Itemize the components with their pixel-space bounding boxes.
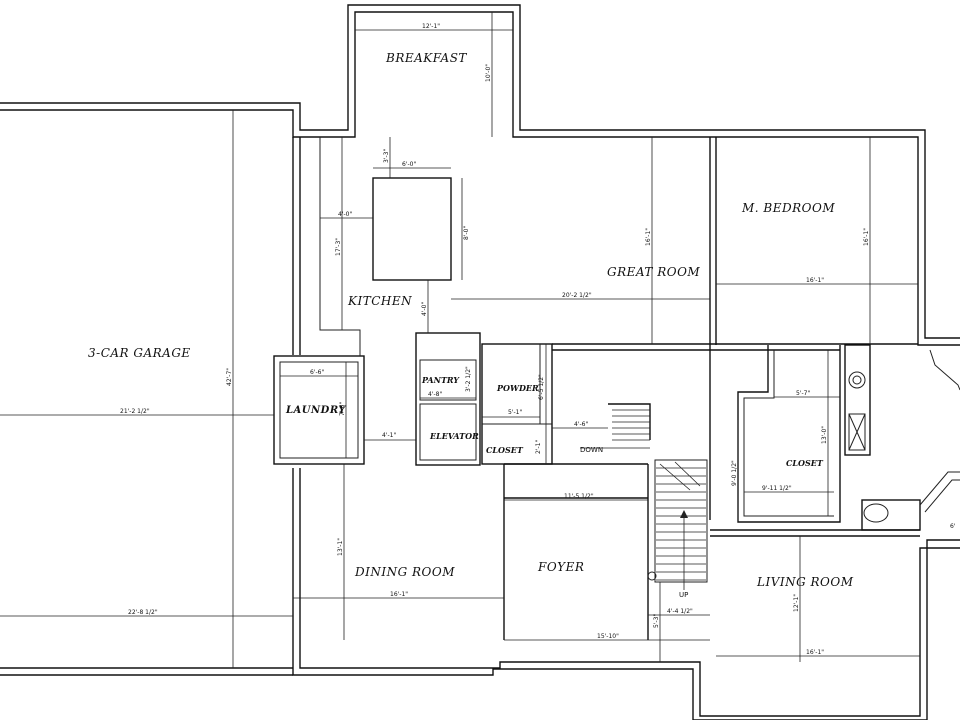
closet-small-label: CLOSET: [486, 445, 524, 455]
dim-great-room-depth: 16'-1": [645, 228, 652, 246]
dim-bed-closet-width: 5'-7": [796, 390, 810, 397]
living-room-label: LIVING ROOM: [756, 575, 854, 589]
powder-label: POWDER: [496, 383, 539, 393]
dim-bedroom-width: 16'-1": [806, 277, 824, 284]
dining-room-label: DINING ROOM: [354, 565, 455, 579]
great-room-label: GREAT ROOM: [607, 265, 700, 279]
dim-stair-landing: 4'-4 1/2": [667, 608, 693, 615]
stairs: [612, 409, 706, 590]
stair-arrow-icon: [680, 510, 688, 518]
dim-stair-small: 5'-3": [653, 614, 660, 628]
dim-bed-closet-depth: 13'-0": [821, 426, 828, 444]
breakfast-label: BREAKFAST: [385, 51, 467, 65]
dim-island-offset-left: 4'-0": [338, 211, 352, 218]
dim-foyer-total: 15'-10": [597, 633, 619, 640]
dim-hall-closet-width: 9'-11 1/2": [762, 485, 792, 492]
dim-garage-total-width: 22'-8 1/2": [128, 609, 158, 616]
pantry-label: PANTRY: [421, 375, 460, 385]
dim-foyer-width: 11'-5 1/2": [564, 493, 594, 500]
dim-laundry-depth: 7'-8": [339, 402, 346, 416]
dim-kitchen-depth: 17'-3": [335, 238, 342, 256]
dim-dining-width: 16'-1": [390, 591, 408, 598]
dim-bedroom-depth: 16'-1": [863, 228, 870, 246]
dim-island-offset-top: 3'-3": [383, 149, 390, 163]
dim-hall-closet-depth: 9'-0 1/2": [731, 460, 738, 486]
dim-living-depth: 12'-1": [793, 594, 800, 612]
master-bedroom-label: M. BEDROOM: [741, 201, 835, 215]
dim-island-offset-bottom: 4'-0": [421, 302, 428, 316]
dim-laundry-width: 6'-6": [310, 369, 324, 376]
stair-down-label: DOWN: [580, 446, 603, 454]
dim-great-room-width: 20'-2 1/2": [562, 292, 592, 299]
dimension-lines: [0, 12, 920, 668]
stair-tread: [674, 461, 701, 487]
dim-closet-depth: 2'-1": [535, 440, 542, 454]
stair-up-label: UP: [679, 591, 688, 599]
dim-pantry: 4'-8": [428, 391, 442, 398]
dim-dining-depth: 13'-1": [337, 538, 344, 556]
dim-garage-depth: 42'-7": [226, 368, 233, 386]
dim-living-width: 16'-1": [806, 649, 824, 656]
newel-post: [647, 571, 657, 581]
dim-island-width: 6'-0": [402, 161, 416, 168]
dim-pantry-depth: 3'-2 1/2": [465, 366, 472, 392]
dim-hall-width: 4'-1": [382, 432, 396, 439]
room-labels: BREAKFAST 3-CAR GARAGE KITCHEN GREAT ROO…: [88, 51, 854, 599]
kitchen-label: KITCHEN: [347, 294, 412, 308]
stair-tread: [659, 463, 691, 491]
dim-edge-fragment: 6': [950, 523, 956, 530]
interior-walls: [273, 137, 960, 640]
elevator-label: ELEVATOR: [429, 431, 479, 441]
dim-powder-width: 5'-1": [508, 409, 522, 416]
dim-stair-width: 4'-6": [574, 421, 588, 428]
foyer-label: FOYER: [537, 560, 584, 574]
dim-breakfast-depth: 10'-0": [485, 64, 492, 82]
dimension-labels: 12'-1" 10'-0" 3'-3" 6'-0" 4'-0" 8'-0" 17…: [120, 23, 956, 656]
dim-island-depth: 8'-0": [463, 226, 470, 240]
exterior-walls: [0, 4, 960, 720]
dim-garage-width: 21'-2 1/2": [120, 408, 150, 415]
dim-powder-depth: 6'-5 1/2": [538, 374, 545, 400]
dim-breakfast-width: 12'-1": [422, 23, 440, 30]
garage-label: 3-CAR GARAGE: [88, 346, 191, 360]
closet-bedroom-label: CLOSET: [786, 458, 824, 468]
laundry-label: LAUNDRY: [285, 405, 346, 416]
